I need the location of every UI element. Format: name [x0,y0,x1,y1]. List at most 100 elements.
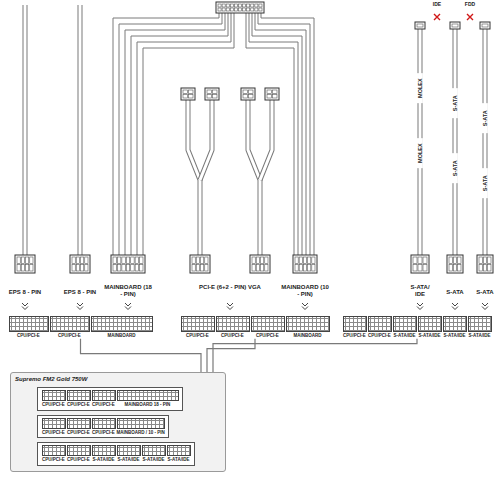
pin [312,257,315,264]
pin [299,265,302,272]
socket-cell: CPU/PCI-E [181,316,215,339]
socket-label: CPU/PCI-E [368,333,391,339]
cable-sheath [260,100,272,180]
socket-label: CPU/PCI-E [92,430,115,436]
socket-cell: CPU/PCI-E [92,390,116,408]
socket-cell: MAINBOARD [286,316,330,339]
pin [265,265,268,272]
wire [246,12,294,255]
chevron [452,307,458,310]
cable-tag: MOLEX [417,73,423,103]
pin [417,24,423,27]
plug-body [190,255,210,273]
red-cross [467,14,473,20]
socket-cell: CPU/PCI-E [368,316,392,339]
pin [251,4,254,7]
socket-cell: CPU/PCI-E [42,445,66,463]
socket-cell: CPU/PCI-E [67,445,91,463]
socket-cell: CPU/PCI-E [50,316,90,339]
pin [479,265,482,272]
cable-label: PCI-E (6+2 - PIN) VGA [194,284,266,291]
pin [196,265,199,272]
pin [196,257,199,264]
socket-label: CPU/PCI-E [67,402,90,408]
connector-plug [181,88,195,100]
pin [295,265,298,272]
pin [308,265,311,272]
socket [216,316,250,332]
socket-group: CPU/PCI-ECPU/PCI-EMAINBOARD [8,316,153,339]
pin [449,257,452,264]
pin [122,257,125,264]
pin [247,8,250,11]
connector-plug [250,255,270,273]
socket [418,316,442,332]
red-cross [434,14,440,20]
pin [30,257,33,264]
socket [117,445,141,456]
cable-core [248,100,260,255]
socket [67,418,91,429]
socket-label: CPU/PCI-E [42,457,65,463]
plug-body [293,255,317,273]
pin [267,90,272,94]
pin [140,257,143,264]
pin [261,257,264,264]
socket-label: MAINBOARD [294,333,322,339]
plug-body [250,255,270,273]
pin [423,265,427,272]
socket-group: CPU/PCI-ECPU/PCI-ECPU/PCI-EMAINBOARD [180,316,330,339]
connector-plug [205,88,219,100]
socket-row: CPU/PCI-ECPU/PCI-ECPU/PCI-EMAINBOARD / 1… [37,415,169,439]
pin [131,257,134,264]
pin [201,265,204,272]
plug-body [181,88,195,100]
socket-label: CPU/PCI-E [67,457,90,463]
pin [192,265,195,272]
pin [265,257,268,264]
pin [205,265,208,272]
pin [423,257,427,264]
cable-sheath [418,28,423,255]
socket-cell: CPU/PCI-E [251,316,285,339]
pin [131,265,134,272]
pin [72,265,75,272]
pin [230,8,233,11]
pin [458,257,461,264]
socket-label: MAINBOARD 18 - PIN [125,402,171,408]
pin [85,265,88,272]
pin [189,95,194,99]
pin [413,265,417,272]
chevron [482,303,488,306]
chevron [227,307,233,310]
pin [418,257,422,264]
pin [261,265,264,272]
socket-strip: CPU/PCI-ECPU/PCI-ES-ATA/IDES-ATA/IDES-AT… [41,445,191,463]
pin [251,8,254,11]
socket [91,316,153,332]
pin [207,90,212,94]
socket-label: MAINBOARD / 10 - PIN [117,430,165,436]
pin [483,265,486,272]
socket-cell: CPU/PCI-E [42,418,66,436]
pin [135,257,138,264]
pin [259,8,262,11]
cable-label: MAINBOARD (18 - PIN) [104,284,152,298]
socket-label: MAINBOARD [108,333,136,339]
cable-label: EPS 8 - PIN [3,289,47,296]
cable-tag: MOLEX [417,138,423,168]
connector-plug [411,255,429,273]
pin [449,265,452,272]
cable-label: IDE [428,2,446,8]
cable-route [195,339,417,455]
chevron [77,303,83,306]
connector-plug [415,22,425,29]
plug-body [415,22,425,29]
socket [167,445,191,456]
pin [256,265,259,272]
socket [468,316,492,332]
pin [117,257,120,264]
plug-body [111,255,145,273]
socket [117,390,179,401]
